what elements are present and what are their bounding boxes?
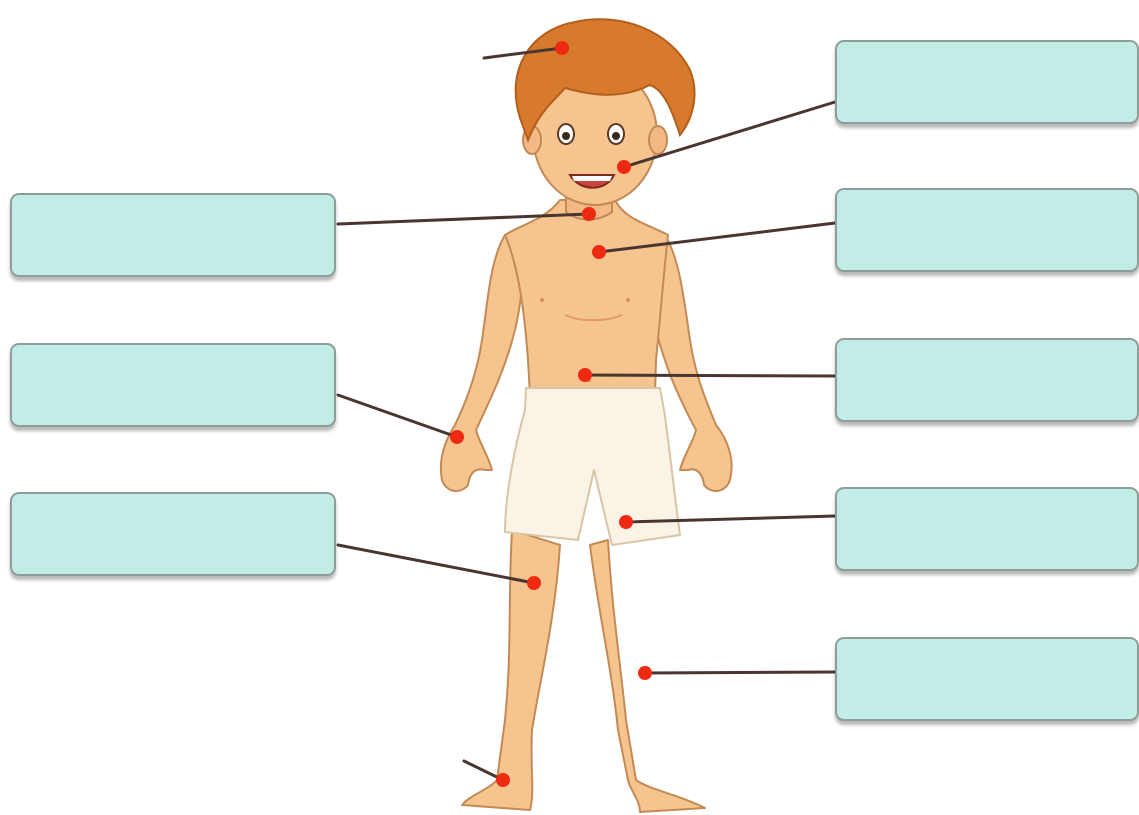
- marker-foot: [496, 773, 510, 787]
- marker-hair: [555, 41, 569, 55]
- leader-line-hair: [484, 48, 562, 58]
- leader-line-leg: [645, 672, 835, 673]
- marker-leg: [638, 666, 652, 680]
- label-box-leg[interactable]: [835, 637, 1139, 721]
- leader-line-knee: [338, 545, 534, 583]
- leader-line-chest: [599, 223, 835, 252]
- label-box-neck[interactable]: [10, 193, 336, 277]
- marker-hand: [450, 430, 464, 444]
- label-box-chest[interactable]: [835, 188, 1139, 272]
- leader-line-thigh: [626, 516, 835, 522]
- label-box-stomach[interactable]: [835, 338, 1139, 422]
- label-box-face[interactable]: [835, 40, 1139, 124]
- label-box-hand[interactable]: [10, 343, 336, 427]
- leader-line-hand: [338, 395, 457, 437]
- marker-knee: [527, 576, 541, 590]
- marker-mouth: [617, 160, 631, 174]
- marker-stomach: [578, 368, 592, 382]
- marker-neck: [582, 207, 596, 221]
- marker-chest: [592, 245, 606, 259]
- leader-line-neck: [338, 214, 589, 224]
- leader-line-mouth: [624, 102, 835, 167]
- leader-line-stomach: [585, 375, 835, 376]
- marker-thigh: [619, 515, 633, 529]
- label-box-knee[interactable]: [10, 492, 336, 576]
- label-box-thigh[interactable]: [835, 487, 1139, 571]
